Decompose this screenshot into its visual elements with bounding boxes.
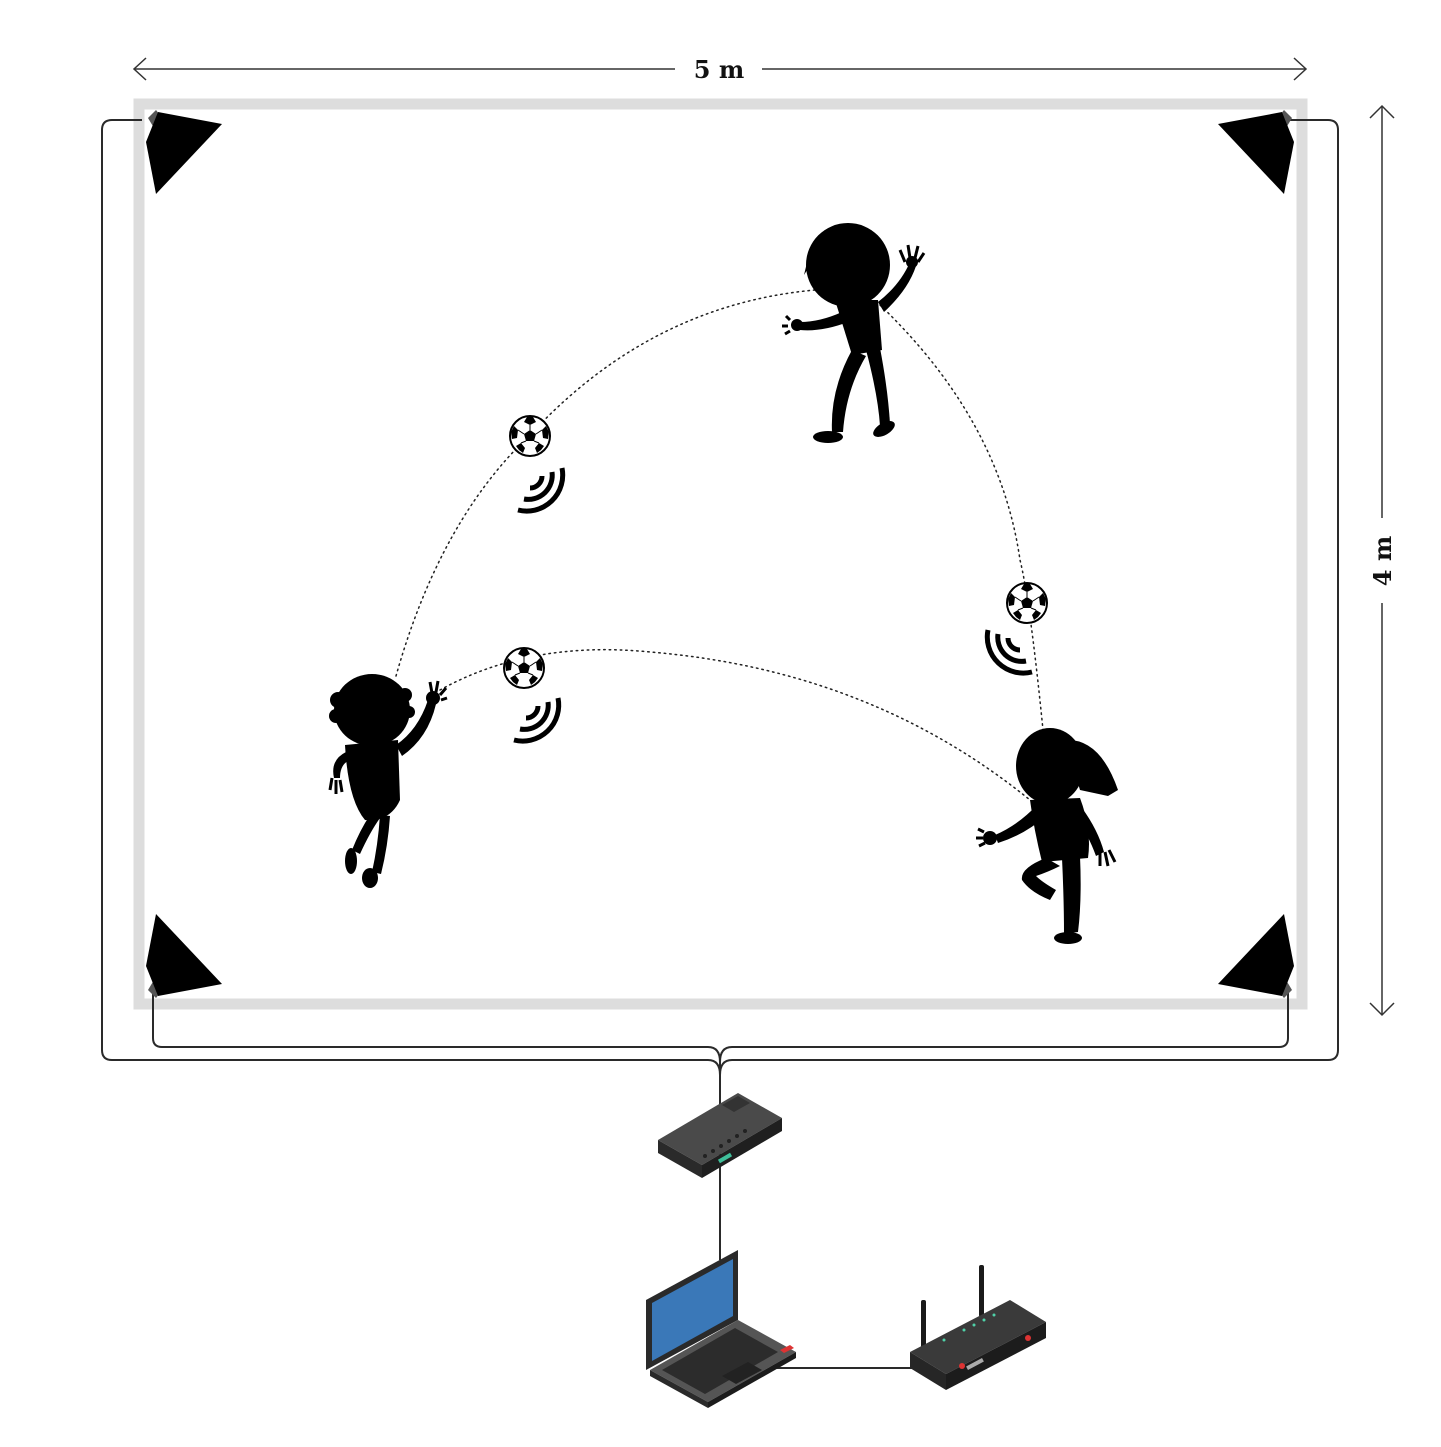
- status-led: [717, 1152, 733, 1164]
- arrow-left-icon: [132, 57, 147, 81]
- soccer-ball-icon: [503, 647, 545, 689]
- width-dimension: 5 m: [132, 55, 1308, 84]
- soccer-ball-icon: [509, 415, 551, 457]
- laptop-screen: [652, 1259, 733, 1361]
- arrow-right-icon: [1293, 57, 1308, 81]
- antenna: [979, 1265, 984, 1317]
- child-left: [328, 674, 448, 888]
- antenna: [921, 1300, 926, 1348]
- height-label: 4 m: [1368, 536, 1397, 586]
- height-dimension: 4 m: [1368, 104, 1397, 1017]
- soccer-ball-icon: [1006, 582, 1048, 624]
- laptop: [646, 1250, 796, 1408]
- child-top: [782, 223, 926, 443]
- play-area: [133, 98, 1308, 1010]
- network-switch: [658, 1093, 782, 1178]
- arrow-up-icon: [1369, 104, 1395, 119]
- wifi-router: [910, 1265, 1046, 1390]
- arrow-down-icon: [1369, 1002, 1395, 1017]
- width-label: 5 m: [694, 55, 744, 84]
- child-right: [976, 728, 1118, 944]
